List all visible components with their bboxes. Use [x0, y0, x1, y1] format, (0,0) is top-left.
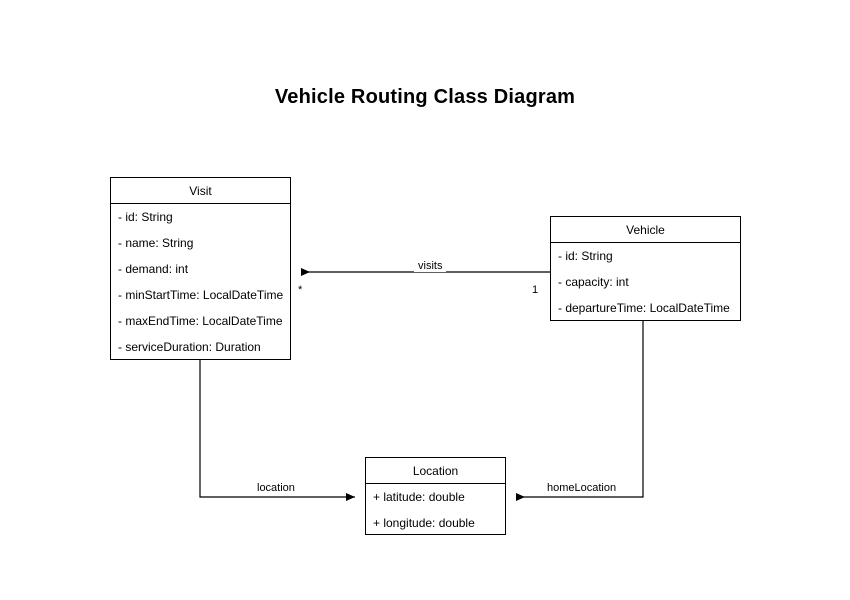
uml-attribute: - demand: int: [118, 262, 189, 276]
uml-attribute-list-visit: - id: String - name: String - demand: in…: [111, 204, 290, 360]
uml-class-name-vehicle: Vehicle: [551, 217, 740, 243]
uml-class-vehicle[interactable]: Vehicle - id: String - capacity: int - d…: [550, 216, 741, 321]
uml-class-name-visit: Visit: [111, 178, 290, 204]
uml-class-name-location: Location: [366, 458, 505, 484]
uml-class-location[interactable]: Location + latitude: double + longitude:…: [365, 457, 506, 535]
edge-home-location: [516, 321, 644, 501]
uml-attribute: - serviceDuration: Duration: [118, 340, 261, 354]
uml-attribute-list-vehicle: - id: String - capacity: int - departure…: [551, 243, 740, 321]
uml-attribute: - id: String: [558, 249, 613, 263]
uml-attribute: - minStartTime: LocalDateTime: [118, 288, 284, 302]
page-title: Vehicle Routing Class Diagram: [274, 86, 576, 108]
uml-attribute: - maxEndTime: LocalDateTime: [118, 314, 283, 328]
edge-label-home-location: homeLocation: [543, 482, 621, 494]
uml-class-visit[interactable]: Visit - id: String - name: String - dema…: [110, 177, 291, 360]
uml-attribute: + longitude: double: [373, 516, 475, 530]
uml-attribute-list-location: + latitude: double + longitude: double: [366, 484, 505, 536]
edge-label-visits: visits: [414, 260, 447, 272]
uml-attribute: - id: String: [118, 210, 173, 224]
edge-label-location: location: [253, 482, 299, 494]
uml-attribute: - departureTime: LocalDateTime: [558, 301, 730, 315]
uml-attribute: - name: String: [118, 236, 194, 250]
edge-multiplicity-visit: *: [298, 284, 303, 296]
uml-attribute: - capacity: int: [558, 275, 629, 289]
edge-multiplicity-vehicle: 1: [532, 284, 539, 296]
uml-attribute: + latitude: double: [373, 490, 465, 504]
edge-location: [199, 360, 355, 501]
